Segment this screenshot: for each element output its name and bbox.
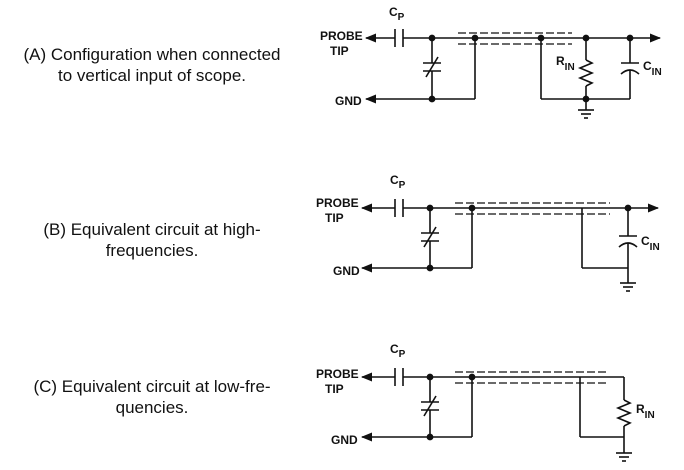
- caption-a-line2: to vertical input of scope.: [57, 66, 247, 85]
- rin-zigzag-c: [615, 399, 633, 427]
- probe-label-b-1: PROBE: [316, 196, 359, 210]
- caption-b-line2: frequencies.: [105, 241, 199, 260]
- cin-label-a: CIN: [643, 59, 662, 78]
- caption-c-line2: quencies.: [115, 398, 189, 417]
- probe-label-b-2: TIP: [325, 211, 344, 225]
- caption-b-line1: (B) Equivalent circuit at high-: [43, 220, 261, 239]
- probe-label-c-2: TIP: [325, 382, 344, 396]
- probe-label-a-2: TIP: [330, 44, 349, 58]
- gnd-label-b: GND: [333, 264, 360, 278]
- caption-a: (A) Configuration when connected to vert…: [6, 44, 298, 86]
- var-cap-arrow-a: [425, 56, 439, 78]
- cp-label-b: CP: [390, 173, 406, 191]
- caption-a-line1: (A) Configuration when connected: [23, 45, 281, 64]
- circuit-b: PROBE TIP GND CP CIN: [316, 173, 660, 292]
- cp-label-a: CP: [389, 5, 405, 23]
- probe-label-a-1: PROBE: [320, 29, 363, 43]
- var-cap-arrow-c: [423, 395, 437, 417]
- cin-label-b: CIN: [641, 234, 660, 253]
- var-cap-arrow-b: [423, 226, 437, 248]
- caption-c: (C) Equivalent circuit at low-fre- quenc…: [6, 376, 298, 418]
- cp-label-c: CP: [390, 342, 406, 360]
- gnd-label-a: GND: [335, 94, 362, 108]
- circuit-a: PROBE TIP GND CP: [320, 5, 662, 119]
- rin-zigzag-a: [577, 59, 595, 87]
- caption-c-line1: (C) Equivalent circuit at low-fre-: [33, 377, 271, 396]
- rin-label-a: RIN: [556, 54, 575, 73]
- probe-label-c-1: PROBE: [316, 367, 359, 381]
- circuit-c: PROBE TIP GND CP RIN: [316, 342, 655, 462]
- caption-b: (B) Equivalent circuit at high- frequenc…: [6, 219, 298, 261]
- rin-label-c: RIN: [636, 402, 655, 421]
- gnd-label-c: GND: [331, 433, 358, 447]
